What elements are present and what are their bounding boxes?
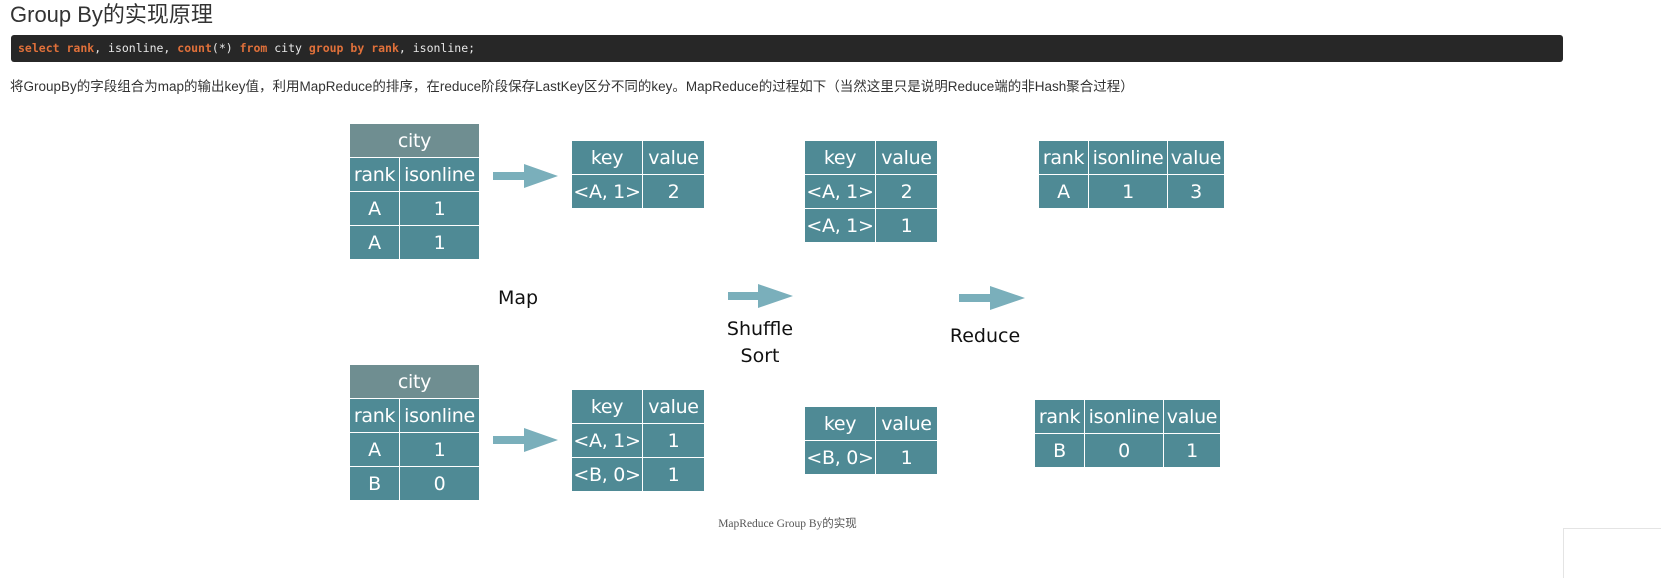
page-title: Group By的实现原理 [10,2,213,27]
table-cell: 3 [1167,174,1225,209]
table-cell: 1 [1088,174,1168,209]
table-cell: 1 [642,423,705,458]
column-header: isonline [398,157,481,192]
sql-keyword: count [177,41,212,55]
description-text: 将GroupBy的字段组合为map的输出key值，利用MapReduce的排序，… [10,79,1134,94]
arrow-icon [493,428,558,452]
table-row: <B, 0>1 [804,440,938,475]
table-cell: <A, 1> [571,423,643,458]
page-corner-box [1563,528,1661,578]
table-cell: B [349,466,400,501]
table-cell: B [1034,433,1085,468]
sql-text: city [267,41,309,55]
sql-text: , isonline; [398,41,476,55]
column-header: key [571,389,643,424]
table-cell: 1 [398,225,481,260]
table-row: <A, 1>1 [571,423,705,458]
sql-keyword: group by [308,41,365,55]
table-row: <A, 1>1 [804,208,938,243]
table-cell: 1 [642,457,705,492]
column-header: key [804,140,876,175]
table-cell: 1 [1163,433,1221,468]
table-row: <A, 1>2 [804,174,938,209]
table-cell: A [349,432,400,467]
table-cell: <A, 1> [804,208,876,243]
column-header: value [1163,399,1221,434]
column-header: key [804,406,876,441]
column-header: value [642,140,705,175]
table-cell: 1 [398,432,481,467]
table-cell: 0 [398,466,481,501]
sort-stage-label: Sort [740,345,780,367]
table-caption: city [348,364,481,399]
column-header: isonline [398,398,481,433]
column-header: value [642,389,705,424]
table-cell: 1 [875,440,938,475]
sql-keyword: rank [371,41,399,55]
table-cell: A [349,225,400,260]
table-row: <B, 0>1 [571,457,705,492]
table-cell: <A, 1> [571,174,643,209]
table-cell: <B, 0> [571,457,643,492]
table-cell: 2 [642,174,705,209]
table-cell: 1 [875,208,938,243]
column-header: isonline [1088,140,1168,175]
table-cell: A [1038,174,1089,209]
figure-caption: MapReduce Group By的实现 [718,518,857,530]
sql-text: (*) [211,41,240,55]
map-stage-label: Map [497,287,539,309]
reduce-stage-label: Reduce [949,325,1021,347]
column-header: value [1167,140,1225,175]
sql-keyword: rank [66,41,95,55]
column-header: key [571,140,643,175]
sql-keyword: from [239,41,268,55]
sql-text: , isonline, [94,41,178,55]
column-header: rank [349,157,400,192]
table-cell: A [349,191,400,226]
table-row: <A, 1>2 [571,174,705,209]
table-cell: <A, 1> [804,174,876,209]
table-cell: 0 [1084,433,1164,468]
column-header: rank [1038,140,1089,175]
arrow-icon [728,284,793,308]
sql-code-block: select rank, isonline, count(*) from cit… [11,35,1563,62]
arrow-icon [959,286,1025,310]
column-header: isonline [1084,399,1164,434]
sql-keyword: select [18,41,60,55]
column-header: value [875,140,938,175]
column-header: value [875,406,938,441]
column-header: rank [349,398,400,433]
column-header: rank [1034,399,1085,434]
table-cell: 1 [398,191,481,226]
arrow-icon [493,164,558,188]
shuffle-stage-label: Shuffle [726,318,794,340]
